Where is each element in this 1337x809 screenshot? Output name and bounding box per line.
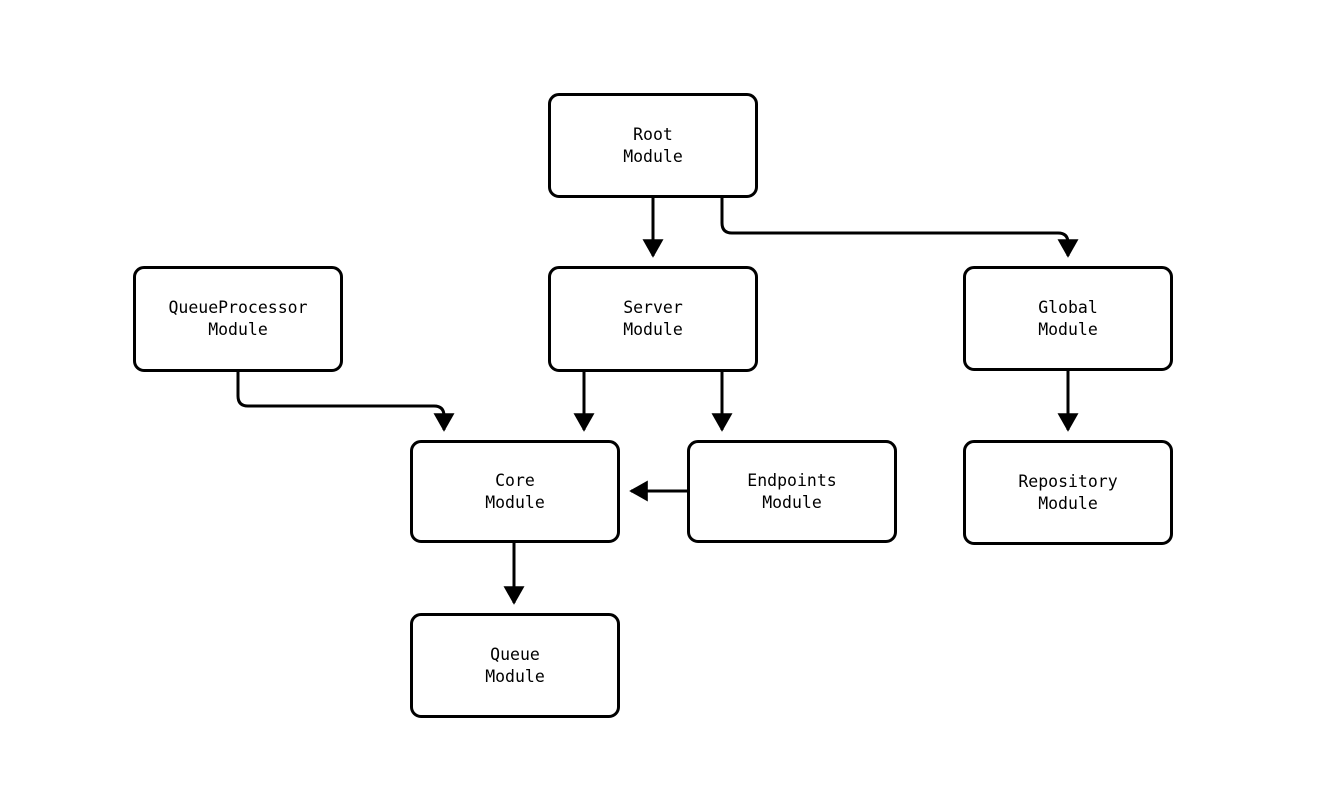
node-root[interactable]: Root Module	[548, 93, 758, 198]
node-queue-line2: Module	[485, 666, 545, 686]
edge-root-global	[720, 198, 1079, 258]
node-server-line1: Server	[623, 298, 683, 317]
node-repository[interactable]: Repository Module	[963, 440, 1173, 545]
node-queueprocessor[interactable]: QueueProcessor Module	[133, 266, 343, 372]
node-server[interactable]: Server Module	[548, 266, 758, 372]
node-global-line2: Module	[1038, 319, 1098, 339]
node-queueprocessor-line1: QueueProcessor	[168, 298, 308, 317]
node-server-line2: Module	[623, 320, 683, 339]
node-endpoints[interactable]: Endpoints Module	[687, 440, 897, 543]
node-queueprocessor-line2: Module	[208, 320, 268, 339]
node-repository-line1: Repository	[1018, 471, 1118, 491]
node-root-line2: Module	[623, 146, 683, 166]
node-core-line2: Module	[485, 492, 545, 512]
node-root-line1: Root	[633, 124, 673, 144]
node-endpoints-line1: Endpoints	[747, 470, 837, 490]
node-queue[interactable]: Queue Module	[410, 613, 620, 718]
node-repository-line2: Module	[1038, 493, 1098, 513]
node-queue-line1: Queue	[490, 644, 540, 664]
edge-queueprocessor-core	[236, 372, 455, 432]
node-global-line1: Global	[1038, 297, 1098, 317]
node-global[interactable]: Global Module	[963, 266, 1173, 371]
node-endpoints-line2: Module	[762, 492, 822, 512]
node-core-line1: Core	[495, 470, 535, 490]
node-core[interactable]: Core Module	[410, 440, 620, 543]
